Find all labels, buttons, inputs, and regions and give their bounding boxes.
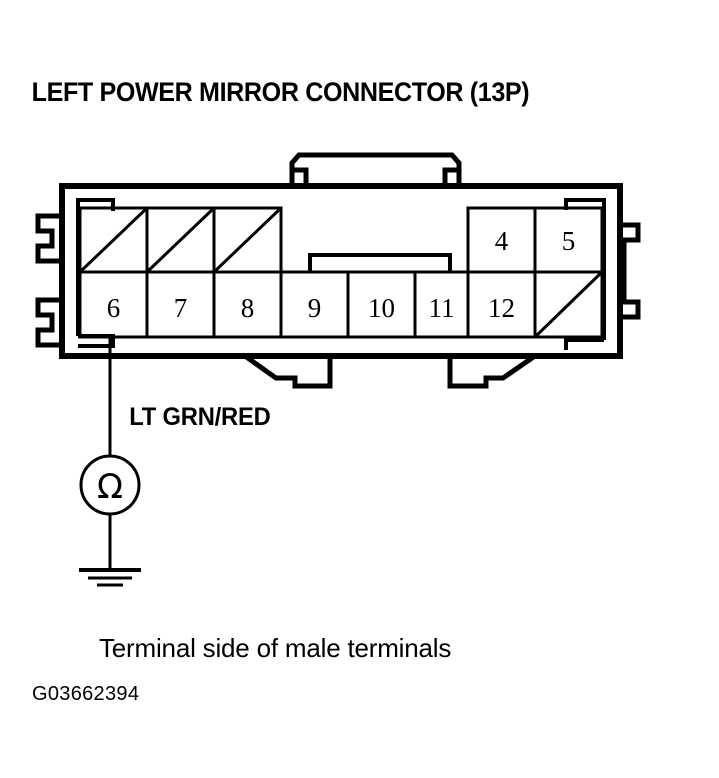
pin-labels: 4 5 6 7 8 9 10 11 12 <box>107 226 576 323</box>
right-tab-edge <box>620 237 624 305</box>
pin-label-4: 4 <box>495 226 509 256</box>
right-locking-tab <box>620 222 641 320</box>
cavity-blank-2-slash <box>145 206 216 274</box>
top-tab-notch-left <box>292 167 309 186</box>
top-tab-notch-right <box>442 167 459 186</box>
left-tab-upper <box>35 213 62 264</box>
cavity-blank-1-slash <box>78 206 149 274</box>
center-inner-tab <box>308 253 452 273</box>
top-locking-tab <box>289 152 462 186</box>
page-title: LEFT POWER MIRROR CONNECTOR (13P) <box>32 76 530 107</box>
pin-label-9: 9 <box>308 293 322 323</box>
cavity-blank-3-slash <box>212 206 283 274</box>
figure-code: G03662394 <box>32 683 139 705</box>
bottom-locking-tab <box>62 353 620 389</box>
pin-label-7: 7 <box>174 293 188 323</box>
inner-bracket-bottom-right <box>564 338 604 350</box>
pin-label-8: 8 <box>241 293 255 323</box>
terminal-grid <box>78 206 604 339</box>
pin-label-5: 5 <box>562 226 576 256</box>
connector-housing <box>35 152 641 389</box>
inner-bracket-top-left <box>76 198 115 336</box>
inner-bracket-top-right <box>564 198 606 340</box>
diagram-caption: Terminal side of male terminals <box>99 633 451 663</box>
pin-label-6: 6 <box>107 293 121 323</box>
left-tab-lower <box>35 297 62 348</box>
ground-symbol <box>79 514 141 587</box>
ohm-glyph: Ω <box>97 467 123 507</box>
pin-label-10: 10 <box>368 293 395 323</box>
cavity-blank-4-slash <box>533 270 604 339</box>
pin-label-12: 12 <box>488 293 515 323</box>
cavity-blank-4 <box>533 270 604 339</box>
wire-color-label: LT GRN/RED <box>129 403 270 431</box>
pin-label-11: 11 <box>429 293 455 323</box>
